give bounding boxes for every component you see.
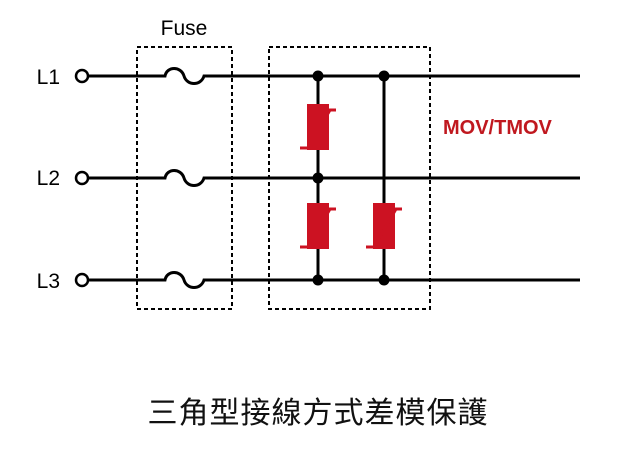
mov-label: MOV/TMOV bbox=[443, 117, 553, 139]
line-wire-l1 bbox=[88, 67, 580, 85]
line-wire-l3 bbox=[88, 271, 580, 289]
line-label-l3: L3 bbox=[37, 270, 60, 293]
fuse-label: Fuse bbox=[161, 17, 208, 40]
junction-dot bbox=[312, 172, 324, 184]
diagram-caption: 三角型接線方式差模保護 bbox=[147, 396, 489, 431]
line-label-l2: L2 bbox=[37, 167, 60, 190]
junction-dot bbox=[312, 70, 324, 82]
mov-symbol-l2-l3 bbox=[300, 203, 336, 249]
mov-symbol-l1-l2 bbox=[300, 104, 336, 150]
mov-symbol-l1-l3 bbox=[366, 203, 402, 249]
terminal-l2 bbox=[74, 170, 90, 186]
junction-dot bbox=[312, 274, 324, 286]
junction-dot bbox=[378, 274, 390, 286]
terminal-l1 bbox=[74, 68, 90, 84]
line-label-l1: L1 bbox=[37, 66, 60, 89]
junction-dot bbox=[378, 70, 390, 82]
terminal-l3 bbox=[74, 272, 90, 288]
line-wire-l2 bbox=[88, 169, 580, 187]
